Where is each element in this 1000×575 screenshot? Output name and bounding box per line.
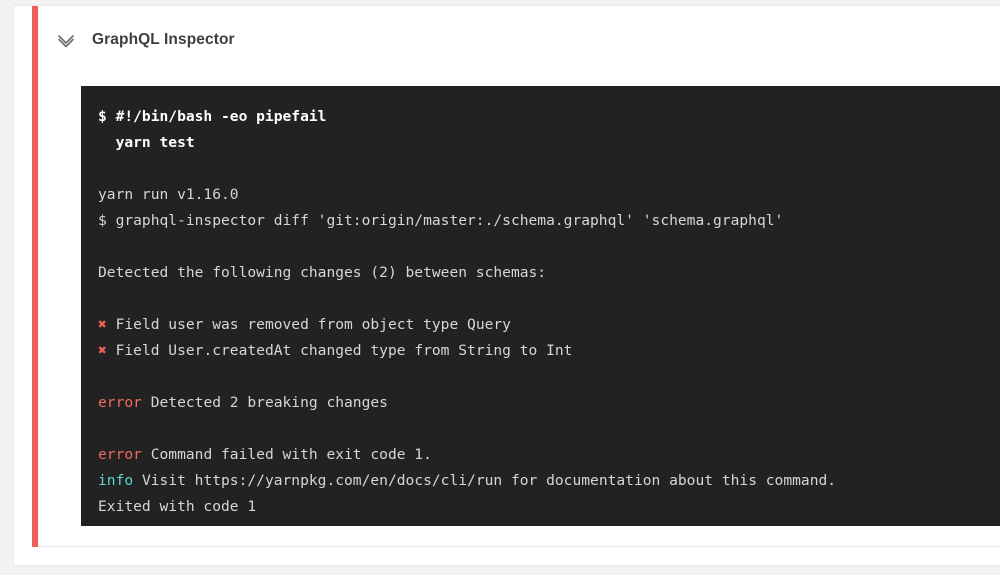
terminal-line <box>98 234 1000 260</box>
breaking-change-cross-icon: ✖ <box>98 316 107 333</box>
terminal-line <box>98 286 1000 312</box>
terminal-line: Detected the following changes (2) betwe… <box>98 260 1000 286</box>
terminal-line-text: Field user was removed from object type … <box>106 316 511 333</box>
error-label: error <box>98 394 142 411</box>
terminal-line-text: $ graphql-inspector diff 'git:origin/mas… <box>98 212 784 229</box>
breaking-change-cross-icon: ✖ <box>98 342 107 359</box>
page-title: GraphQL Inspector <box>92 31 235 48</box>
terminal-line: error Command failed with exit code 1. <box>98 442 1000 468</box>
terminal-line <box>98 416 1000 442</box>
step-separator <box>38 546 1000 547</box>
error-label: error <box>98 446 142 463</box>
terminal-line-text: Field User.createdAt changed type from S… <box>106 342 573 359</box>
terminal-line: $ #!/bin/bash -eo pipefail <box>98 104 1000 130</box>
terminal-line-text: Detected 2 breaking changes <box>141 394 388 411</box>
terminal-line: Exited with code 1 <box>98 494 1000 520</box>
terminal-line: error Detected 2 breaking changes <box>98 390 1000 416</box>
terminal-line: yarn run v1.16.0 <box>98 182 1000 208</box>
build-step-card: GraphQL Inspector $ #!/bin/bash -eo pipe… <box>14 5 1000 565</box>
terminal-line-text: Command failed with exit code 1. <box>141 446 432 463</box>
terminal-line: ✖ Field user was removed from object typ… <box>98 312 1000 338</box>
terminal-line-text: Exited with code 1 <box>98 498 257 515</box>
chevron-down-icon[interactable] <box>54 28 78 52</box>
terminal-line-text: Visit https://yarnpkg.com/en/docs/cli/ru… <box>133 472 837 489</box>
terminal-output-panel[interactable]: $ #!/bin/bash -eo pipefail yarn test yar… <box>81 86 1000 526</box>
terminal-line-text: Detected the following changes (2) betwe… <box>98 264 547 281</box>
terminal-line <box>98 156 1000 182</box>
terminal-line: ✖ Field User.createdAt changed type from… <box>98 338 1000 364</box>
step-status-bar <box>32 6 38 547</box>
terminal-command-text: $ #!/bin/bash -eo pipefail <box>98 108 327 125</box>
info-label: info <box>98 472 134 489</box>
terminal-line <box>98 364 1000 390</box>
terminal-line: yarn test <box>98 130 1000 156</box>
step-header-toggle[interactable]: GraphQL Inspector <box>54 19 235 61</box>
terminal-log: $ #!/bin/bash -eo pipefail yarn test yar… <box>98 104 1000 520</box>
terminal-command-text: yarn test <box>98 134 195 151</box>
terminal-line: info Visit https://yarnpkg.com/en/docs/c… <box>98 468 1000 494</box>
terminal-line: $ graphql-inspector diff 'git:origin/mas… <box>98 208 1000 234</box>
terminal-line-text: yarn run v1.16.0 <box>98 186 239 203</box>
